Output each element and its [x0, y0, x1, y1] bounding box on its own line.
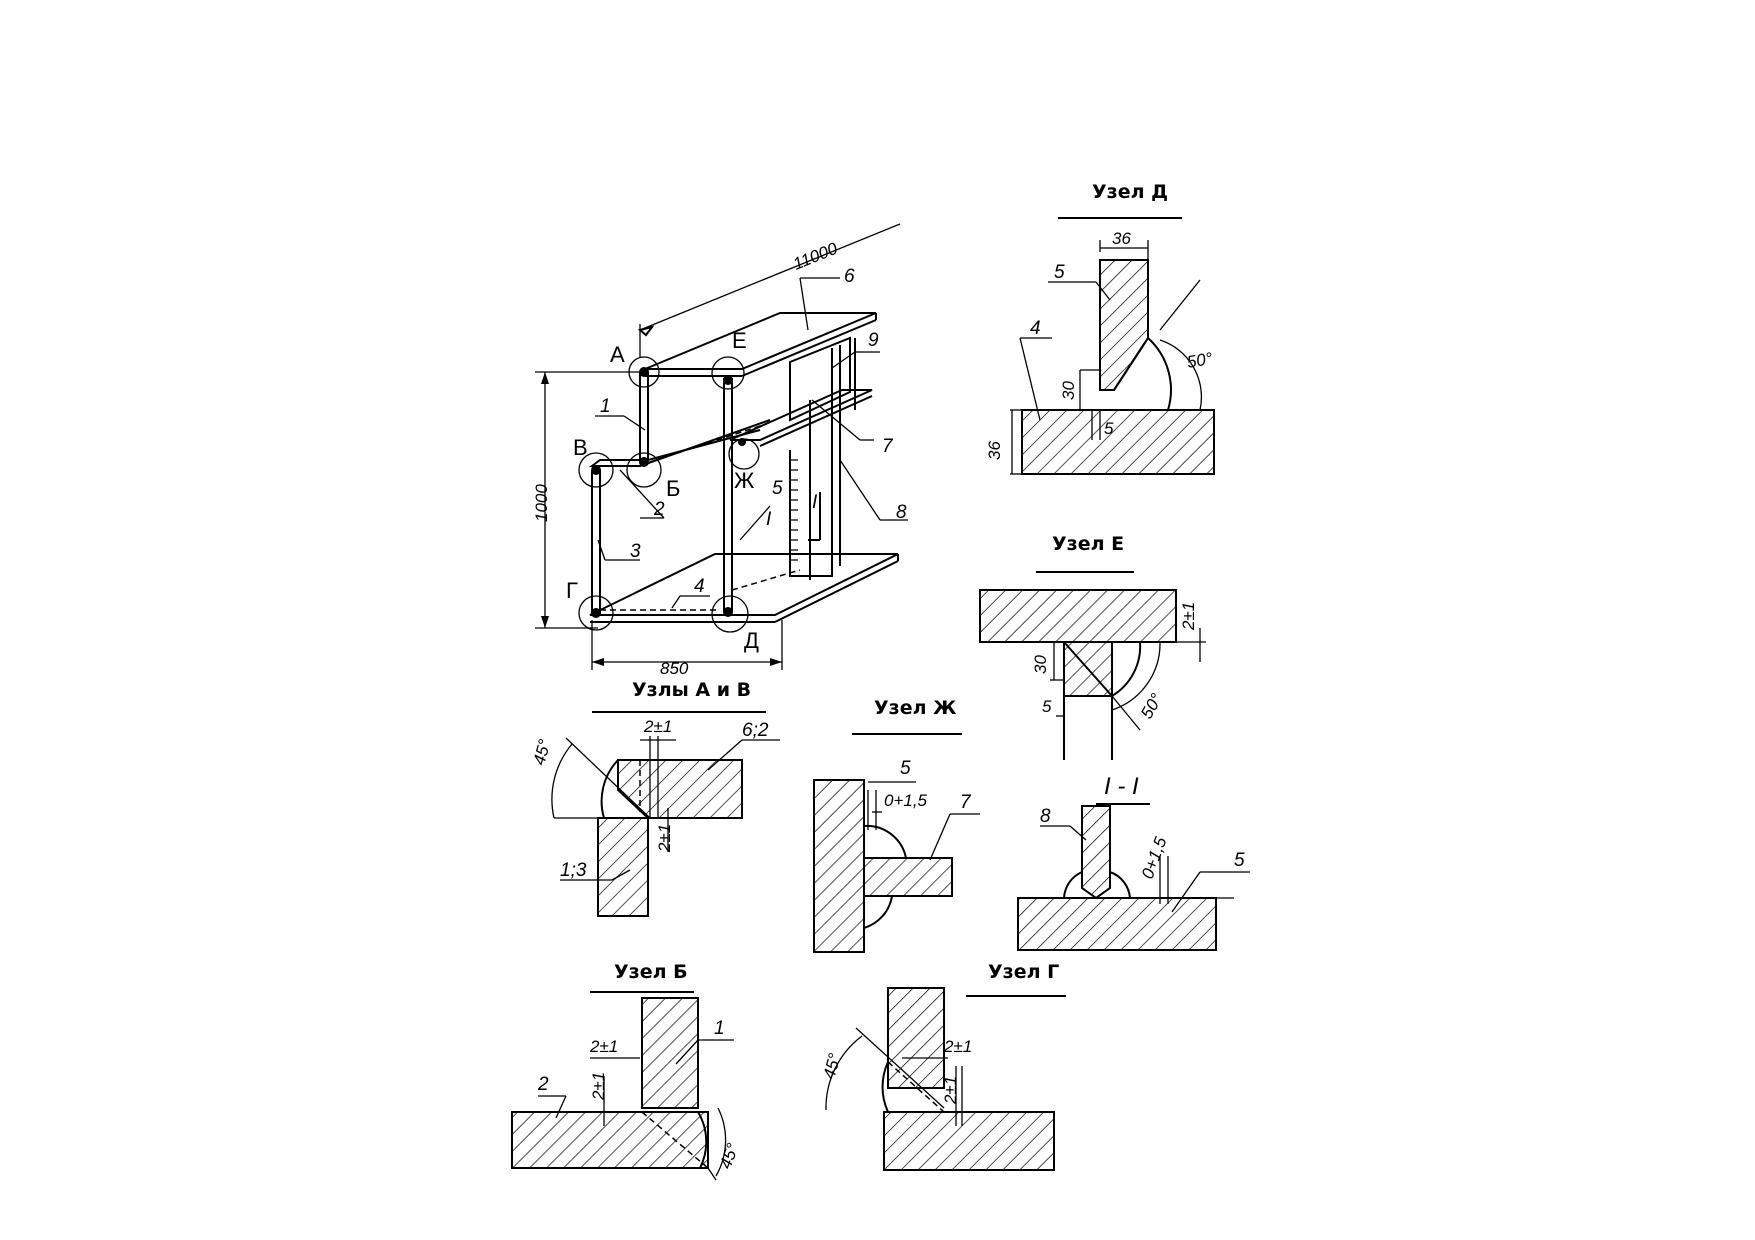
- node-g-gap-v: 2±1: [941, 1076, 960, 1105]
- section-mark-right: I: [812, 492, 818, 513]
- node-b-part-1: 1: [714, 1018, 725, 1039]
- node-zh-detail: Узел Ж 5 0+1,5 7: [813, 697, 980, 953]
- node-b-angle: 45°: [716, 1141, 743, 1172]
- node-zh-part-7: 7: [960, 792, 972, 813]
- node-b-gap-v: 2±1: [589, 1072, 608, 1101]
- nodes-a-v-angle: 45°: [530, 737, 555, 767]
- node-d-part-5: 5: [1054, 262, 1065, 283]
- node-b-marker: [626, 452, 662, 488]
- node-d-detail: Узел Д 36 5 4 30 36 5 50°: [985, 181, 1215, 475]
- section-i-part-5: 5: [1234, 850, 1245, 871]
- node-label-b: Б: [666, 476, 680, 501]
- part-label-4: 4: [694, 576, 705, 597]
- section-i-part-8: 8: [1040, 806, 1051, 827]
- node-d-part-4: 4: [1030, 318, 1041, 339]
- node-b-part-2: 2: [537, 1074, 549, 1095]
- nodes-a-v-detail: Узлы А и В 45° 2±1 6;2 2±1 1;3: [530, 679, 780, 917]
- dim-width: 850: [660, 659, 689, 678]
- main-isometric-view: 11000 1000 850 А Е В Б Ж Г Д 1 2 3 4 5 6…: [532, 223, 908, 678]
- node-zh-title: Узел Ж: [874, 697, 956, 719]
- node-label-e: Е: [732, 328, 747, 353]
- node-e-gap: 2±1: [1179, 602, 1198, 631]
- node-zh-part-5: 5: [900, 758, 911, 779]
- dim-height: 1000: [532, 484, 551, 522]
- node-b-detail: Узел Б 2±1 1 2±1 2 45°: [511, 961, 743, 1181]
- nodes-a-v-gap-top: 2±1: [643, 717, 672, 736]
- nodes-a-v-title: Узлы А и В: [632, 679, 751, 701]
- node-d-dim-5: 5: [1104, 419, 1114, 438]
- dim-length: 11000: [790, 239, 840, 274]
- node-label-v: В: [573, 435, 588, 460]
- part-label-8: 8: [896, 502, 907, 523]
- node-b-gap-h: 2±1: [589, 1037, 618, 1056]
- nodes-a-v-parts-bottom: 1;3: [560, 860, 587, 881]
- node-e-title: Узел Е: [1052, 533, 1124, 555]
- node-v-marker: [578, 452, 614, 488]
- part-label-6: 6: [844, 266, 855, 287]
- section-i-detail: I - I 8 0+1,5 5: [1017, 773, 1250, 951]
- part-label-2: 2: [653, 499, 665, 520]
- section-i-title: I - I: [1104, 773, 1139, 800]
- node-e-detail: Узел Е 30 5 2±1 50°: [979, 533, 1206, 760]
- node-e-marker: [711, 356, 745, 390]
- node-zh-gap: 0+1,5: [884, 791, 928, 810]
- node-g-title: Узел Г: [988, 961, 1059, 983]
- part-label-3: 3: [630, 541, 641, 562]
- node-label-zh: Ж: [734, 468, 755, 493]
- section-mark-left: I: [766, 509, 772, 530]
- node-b-title: Узел Б: [614, 961, 688, 983]
- nodes-a-v-parts-top: 6;2: [742, 720, 769, 741]
- part-label-1: 1: [600, 396, 611, 417]
- node-label-g: Г: [566, 578, 578, 603]
- node-e-angle: 50°: [1137, 690, 1166, 722]
- part-label-9: 9: [868, 330, 879, 351]
- node-d-dim-36-left: 36: [985, 441, 1004, 460]
- section-i-gap: 0+1,5: [1138, 834, 1171, 881]
- part-label-5: 5: [772, 478, 783, 499]
- part-label-7: 7: [882, 436, 894, 457]
- node-d-marker: [711, 595, 749, 633]
- node-g-angle: 45°: [820, 1051, 845, 1081]
- node-zh-marker: [728, 438, 760, 470]
- node-label-d: Д: [744, 628, 759, 653]
- node-e-dim-30: 30: [1031, 655, 1050, 674]
- node-g-gap-h: 2±1: [943, 1037, 972, 1056]
- node-d-title: Узел Д: [1092, 181, 1168, 203]
- node-g-detail: Узел Г 45° 2±1 2±1: [820, 961, 1066, 1171]
- node-g-marker: [578, 595, 614, 631]
- node-e-dim-5: 5: [1042, 697, 1052, 716]
- node-d-dim-36: 36: [1112, 229, 1131, 248]
- nodes-a-v-gap-side: 2±1: [655, 824, 674, 853]
- node-d-angle: 50°: [1185, 349, 1214, 372]
- node-d-dim-30: 30: [1059, 381, 1078, 400]
- node-label-a: А: [610, 342, 625, 367]
